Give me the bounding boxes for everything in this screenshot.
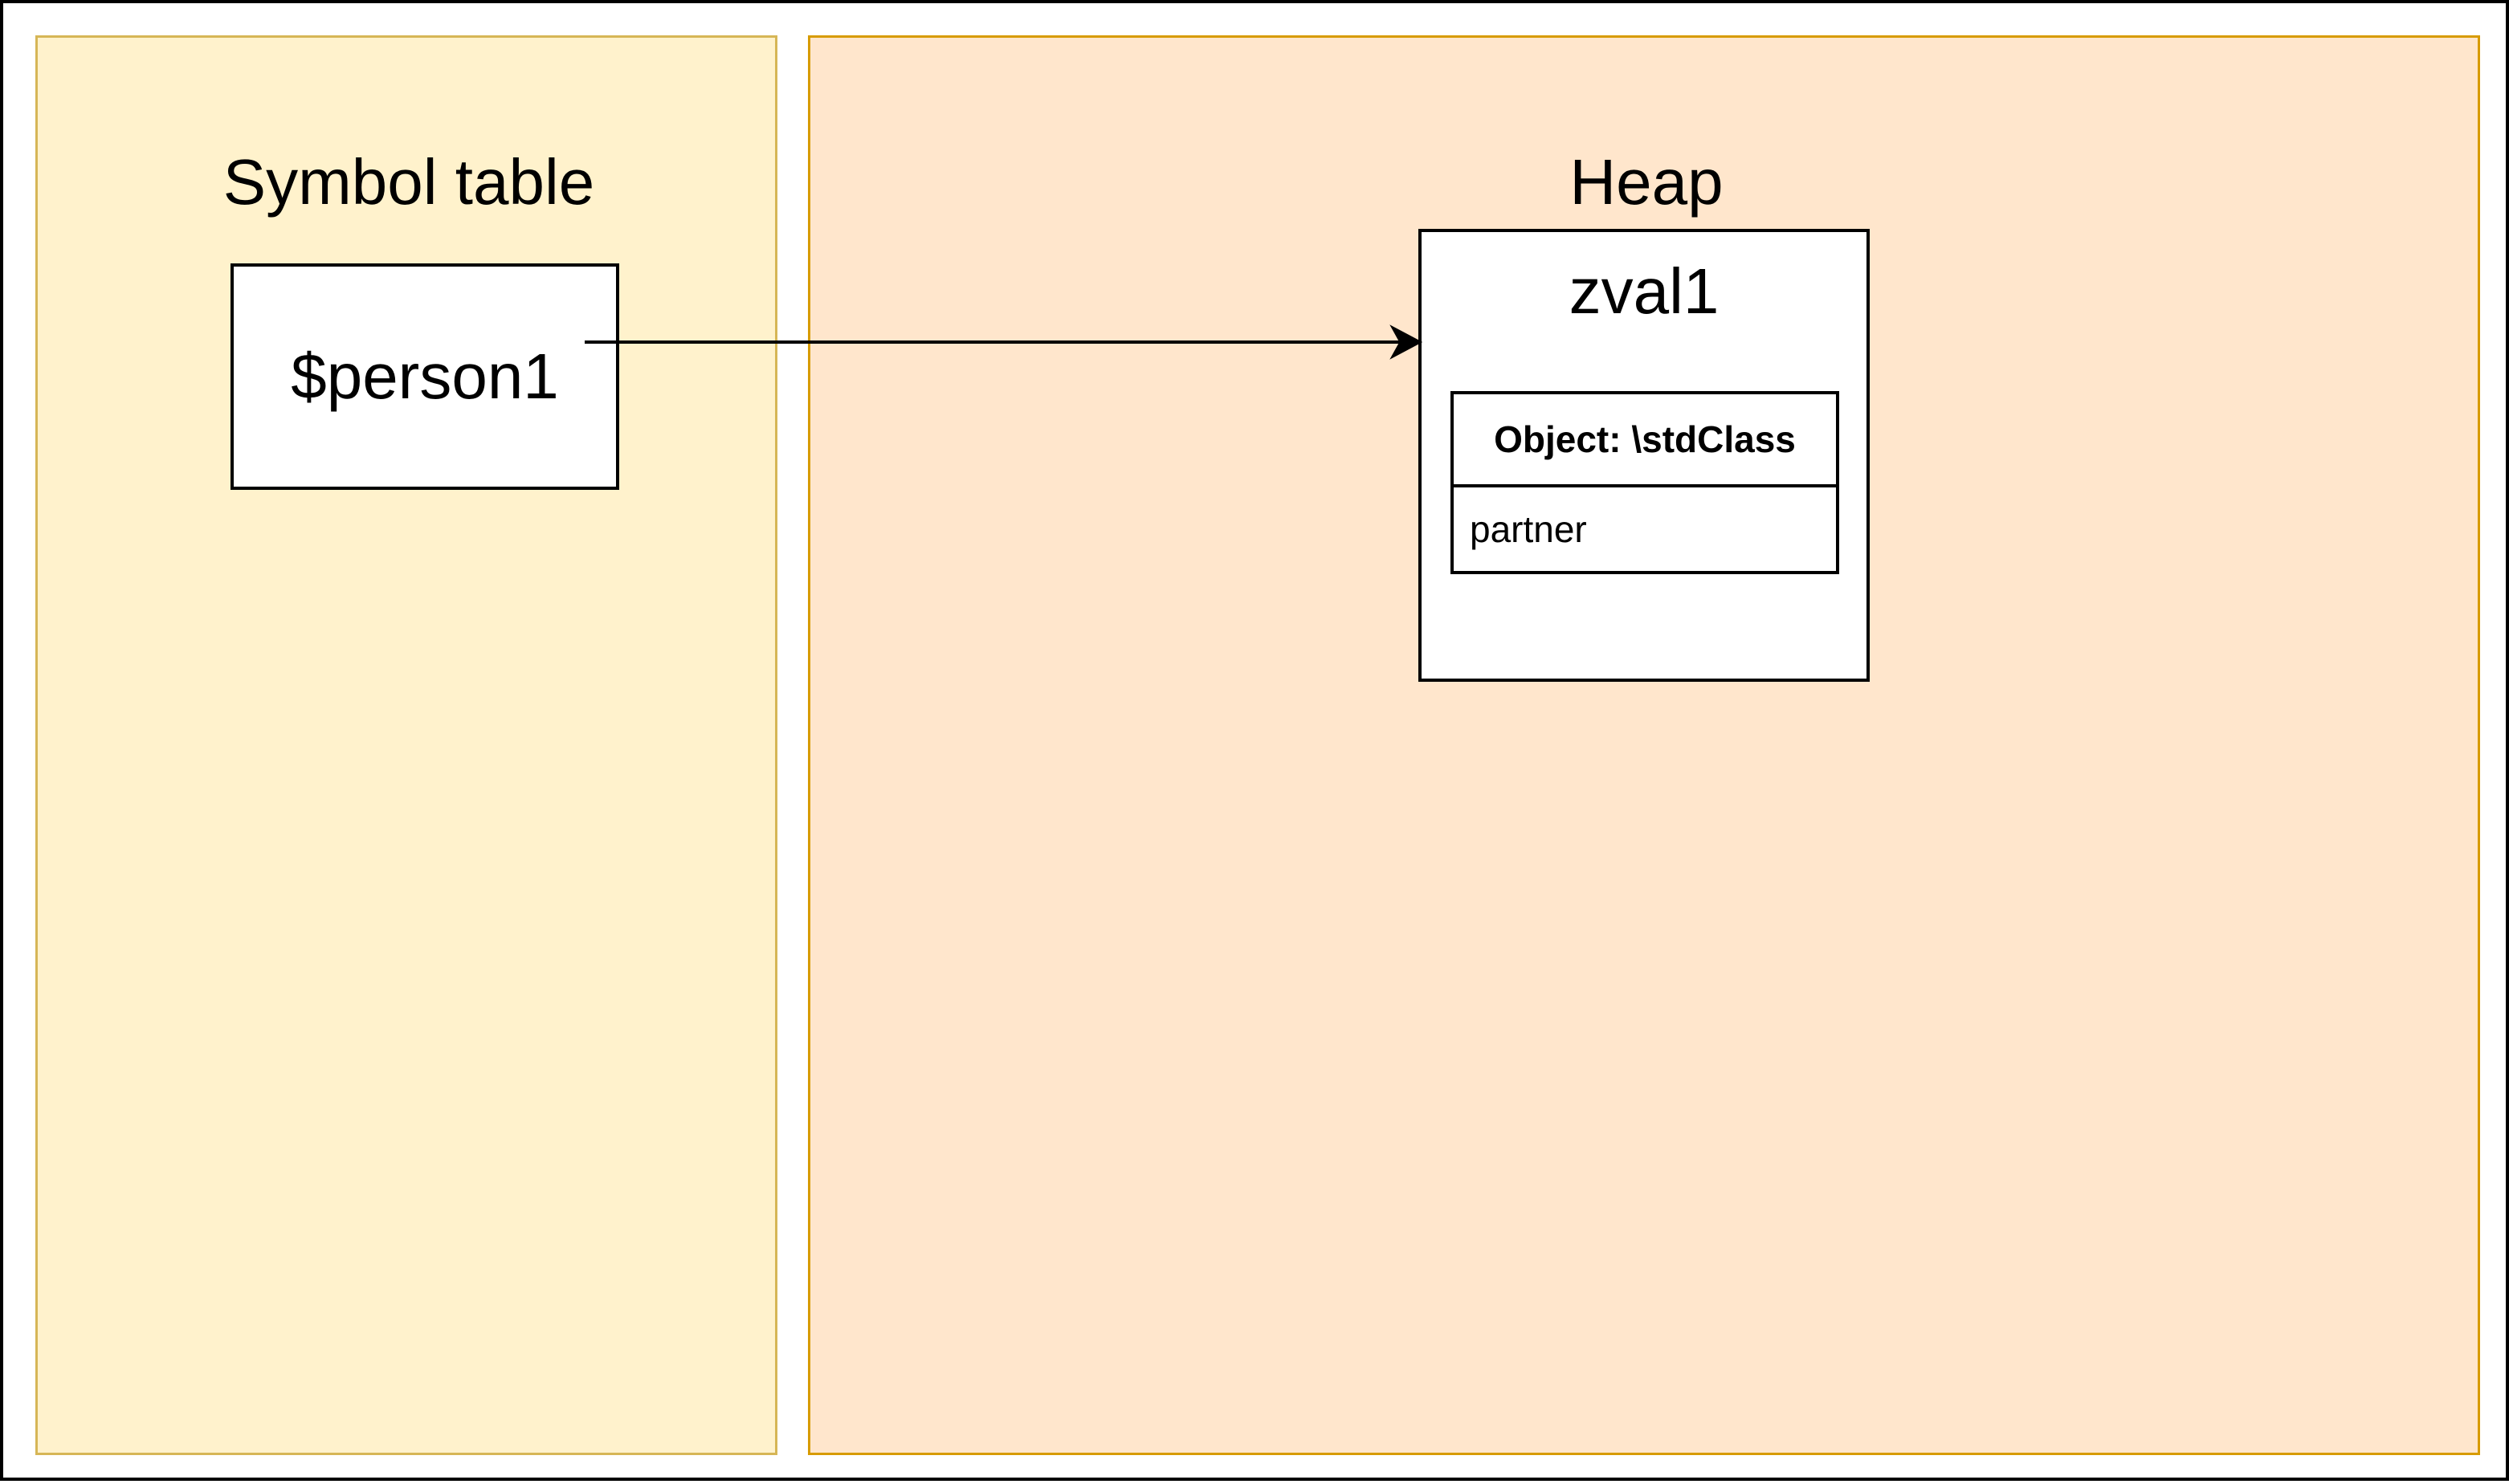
object-header: Object: \stdClass <box>1454 394 1836 487</box>
zval-box: zval1 Object: \stdClass partner <box>1418 229 1870 682</box>
symbol-table-panel: Symbol table $person1 <box>35 35 777 1455</box>
heap-title: Heap <box>1569 146 1724 218</box>
variable-label: $person1 <box>291 340 559 412</box>
object-table: Object: \stdClass partner <box>1450 391 1839 574</box>
symbol-table-title: Symbol table <box>222 146 595 218</box>
variable-box-person1: $person1 <box>231 263 619 490</box>
object-field-partner: partner <box>1470 508 1587 550</box>
zval-label: zval1 <box>1569 255 1720 327</box>
